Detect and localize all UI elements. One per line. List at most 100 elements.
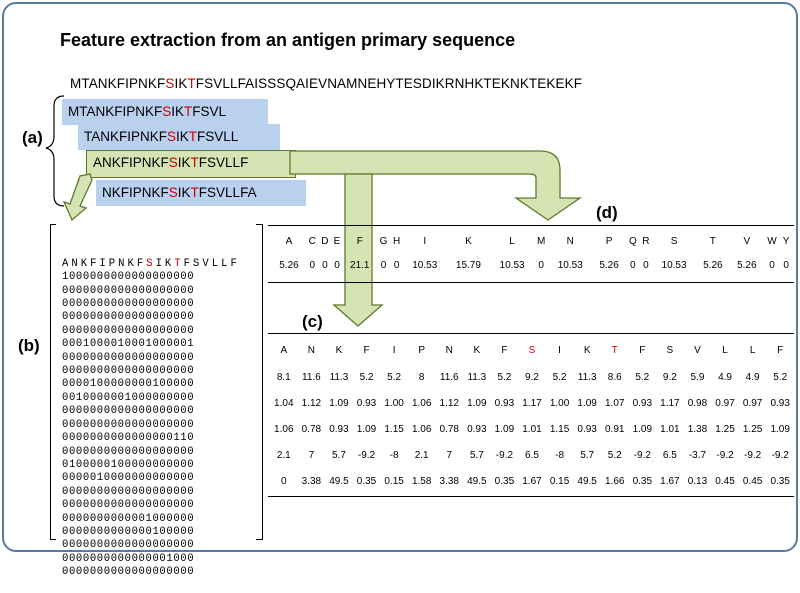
- win-part: FSVLLFA: [198, 185, 257, 200]
- table-c-cell: 0.93: [770, 397, 790, 409]
- matrix-row: 0000000000000000000: [62, 485, 195, 498]
- matrix-row: 0000000000000000110: [62, 432, 195, 445]
- table-c-cell: 1.25: [742, 423, 763, 435]
- table-c-cell: 1.06: [411, 397, 432, 409]
- matrix-left-bracket-top: [50, 224, 56, 225]
- arrow-to-d: [289, 150, 583, 221]
- win-site: T: [184, 104, 193, 119]
- table-c-cell: 0.35: [632, 475, 653, 487]
- window-2: TANKFIPNKFSIKTFSVLL: [78, 124, 280, 150]
- table-c-cell: 1.67: [522, 475, 542, 487]
- table-c-cell: 3.38: [301, 475, 322, 487]
- win-part: FSVLLF: [198, 155, 249, 170]
- table-c-cell: -9.2: [771, 449, 789, 461]
- table-c-cell: 0.98: [687, 397, 708, 409]
- table-c-cell: 11.3: [467, 371, 487, 383]
- win-part: IK: [177, 155, 191, 170]
- matrix-row: 0000000000000100000: [62, 525, 195, 538]
- table-c-cell: 49.5: [329, 475, 349, 487]
- table-c-cell: 0.13: [687, 475, 708, 487]
- flow-arrows: [62, 150, 583, 327]
- matrix-row: 0000000000000000000: [62, 566, 195, 579]
- label-d: (d): [596, 203, 618, 222]
- table-c-cell: 0.93: [467, 423, 487, 435]
- table-d-value-cell: 5.26: [737, 259, 757, 271]
- seq-part: FSVLLFAISSSQAIEVNAMNEHYTESDIKRNHKTEKNKTE…: [195, 76, 583, 91]
- matrix-row: 0000000000000000000: [62, 365, 195, 378]
- table-c-cell: 5.7: [469, 449, 484, 461]
- matrix-row: 0000100000000100000: [62, 378, 195, 391]
- table-c-cell: 4.9: [745, 371, 760, 383]
- table-c-cell: 5.2: [387, 371, 402, 383]
- table-d-value-cell: 5.26: [703, 259, 723, 271]
- table-c-cell: -8: [389, 449, 399, 461]
- table-c-cell: 1.09: [329, 397, 349, 409]
- table-d-value-cell: 0: [630, 259, 636, 271]
- table-c-cell: 1.00: [549, 397, 570, 409]
- table-c-header-cell: F: [363, 344, 370, 356]
- matrix-row: 0000000000000000000: [62, 499, 195, 512]
- matrix-row: 0000000000000000000: [62, 418, 195, 431]
- win-site: T: [190, 155, 199, 170]
- table-d-value-cell: 0: [309, 259, 316, 271]
- label-b: (b): [18, 336, 40, 355]
- win-site: T: [188, 129, 198, 144]
- table-c-cell: 1.06: [274, 423, 294, 435]
- table-c-cell: 1.15: [549, 423, 570, 435]
- matrix-row: 0010000001000000000: [62, 391, 195, 404]
- table-c-cell: 5.9: [690, 371, 705, 383]
- matrix-row: 0000000000000000000: [62, 298, 195, 311]
- table-c-cell: 1.01: [522, 423, 542, 435]
- matrix-header-part: FSVLLF: [183, 257, 240, 270]
- table-d-header-cell: H: [393, 235, 401, 247]
- table-c-cell: 1.09: [632, 423, 653, 435]
- table-c-header-cell: F: [639, 344, 646, 356]
- table-c-cell: 2.1: [276, 449, 291, 461]
- win-part: FSVL: [192, 104, 227, 119]
- matrix-row: 0000000000000000000: [62, 311, 195, 324]
- matrix-row: 0000000000000001000: [62, 552, 195, 565]
- table-c-cell: 11.3: [329, 371, 349, 383]
- matrix-row: 0000000000000000000: [62, 324, 195, 337]
- table-d-value-cell: 0: [334, 259, 340, 271]
- win-site: S: [168, 155, 178, 170]
- label-c: (c): [302, 312, 323, 331]
- matrix-row: 0000000000000000000: [62, 445, 195, 458]
- table-c-cell: -9.2: [744, 449, 762, 461]
- table-c-cell: 0.91: [604, 423, 625, 435]
- table-c-header-cell: V: [694, 344, 701, 356]
- table-c-cell: 1.07: [604, 397, 625, 409]
- win-part: IK: [171, 104, 185, 119]
- matrix-header-part: IK: [155, 257, 175, 270]
- table-c-cell: -9.2: [716, 449, 734, 461]
- table-c-header-cell: K: [473, 344, 481, 356]
- table-c-cell: 11.6: [302, 371, 321, 383]
- table-c-cell: 5.2: [773, 371, 788, 383]
- table-c-bottom-rule: [268, 496, 794, 497]
- table-d-value-cell: 21.1: [350, 259, 370, 271]
- table-c-cell: 0.35: [494, 475, 515, 487]
- table-d-header-cell: Q: [628, 235, 637, 247]
- table-c-header-cell: L: [722, 344, 728, 356]
- table-c-cell: 5.2: [359, 371, 374, 383]
- table-c-cell: 49.5: [467, 475, 487, 487]
- table-c-cell: 0: [281, 475, 287, 487]
- table-c-cell: 1.12: [301, 397, 322, 409]
- table-c-cell: -9.2: [633, 449, 651, 461]
- table-c-top-rule: [268, 333, 794, 334]
- table-d-header-cell: S: [670, 235, 678, 247]
- table-c-cell: 2.1: [414, 449, 429, 461]
- table-d-value-cell: 0: [783, 259, 789, 271]
- table-c-cell: 1.01: [660, 423, 680, 435]
- table-d-header-cell: A: [285, 235, 293, 247]
- figure-title: Feature extraction from an antigen prima…: [60, 30, 516, 50]
- table-d-header-cell: F: [356, 235, 363, 247]
- table-c-cell: 11.3: [577, 371, 597, 383]
- table-c-cell: 9.2: [662, 371, 677, 383]
